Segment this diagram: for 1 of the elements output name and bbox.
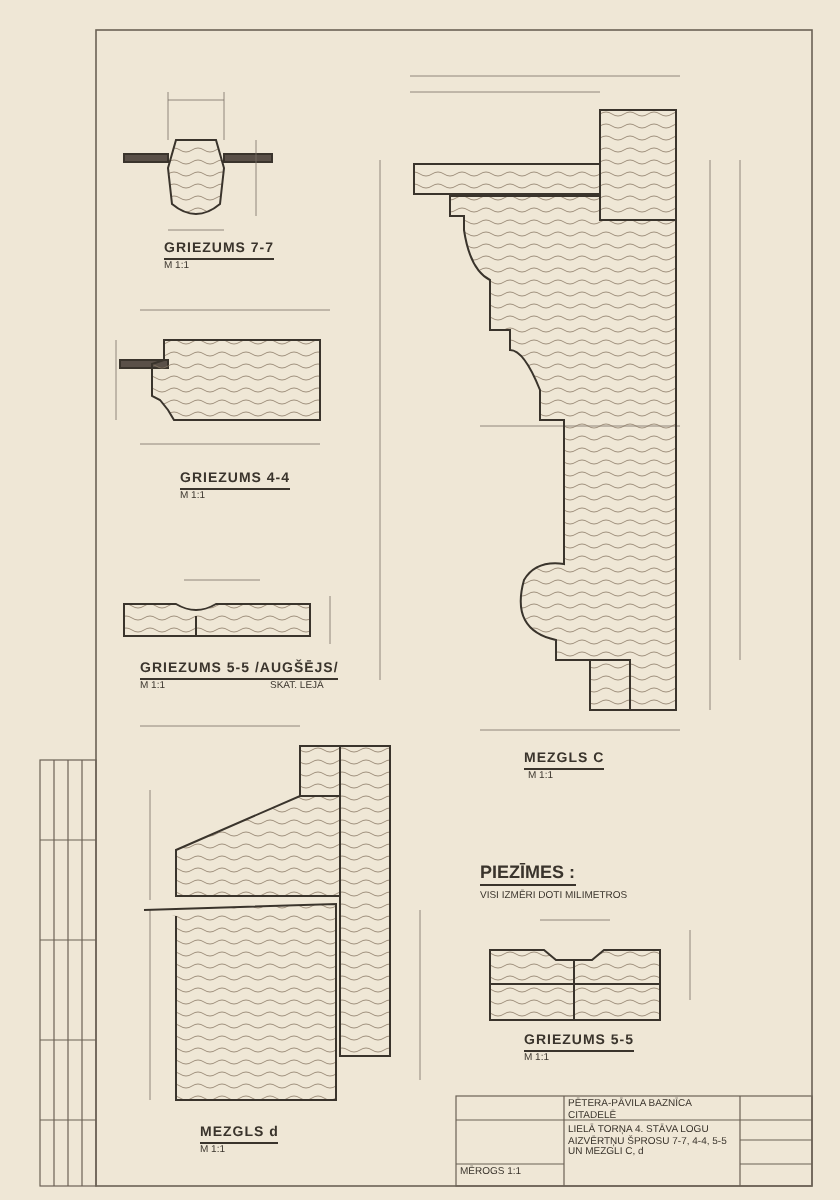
notes-heading: PIEZĪMES : <box>480 864 576 886</box>
